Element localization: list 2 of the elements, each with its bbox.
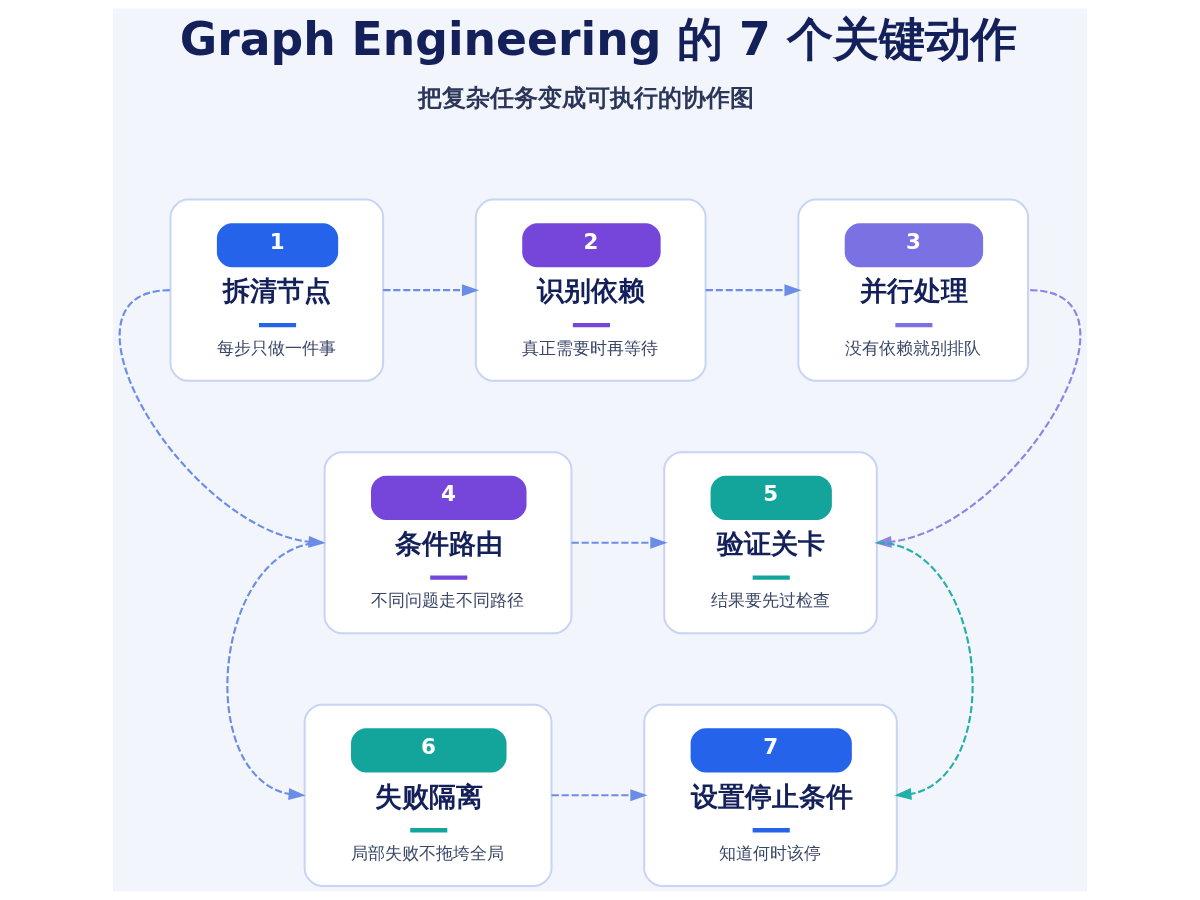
label: 把复杂任务变成可执行的协作图 xyxy=(418,83,755,113)
diagram-title: Graph Engineering 的 7 个关键动作 xyxy=(179,12,1017,66)
